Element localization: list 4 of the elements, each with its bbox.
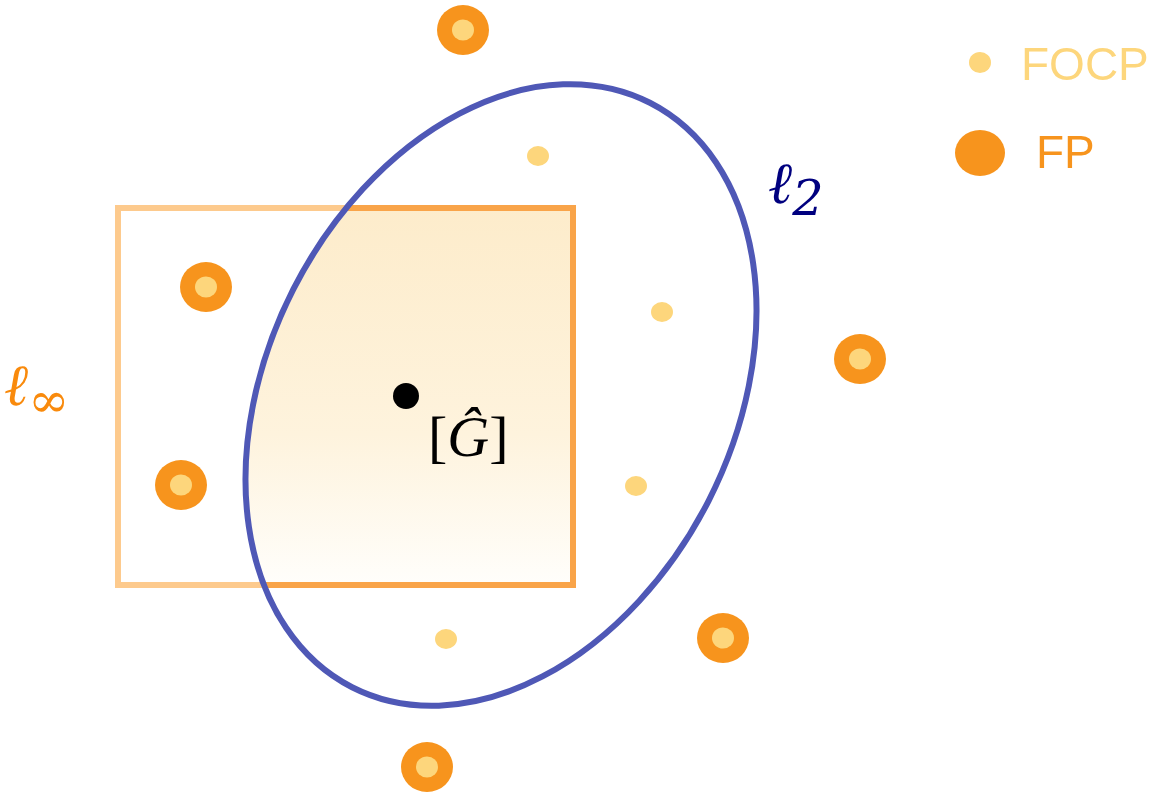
norm-label: ℓ$_{∞}$ <box>4 356 70 414</box>
legend-label: FOCP <box>1021 41 1149 87</box>
point-label: [Ĝ] <box>428 408 509 466</box>
legend-label: FP <box>1036 129 1095 175</box>
